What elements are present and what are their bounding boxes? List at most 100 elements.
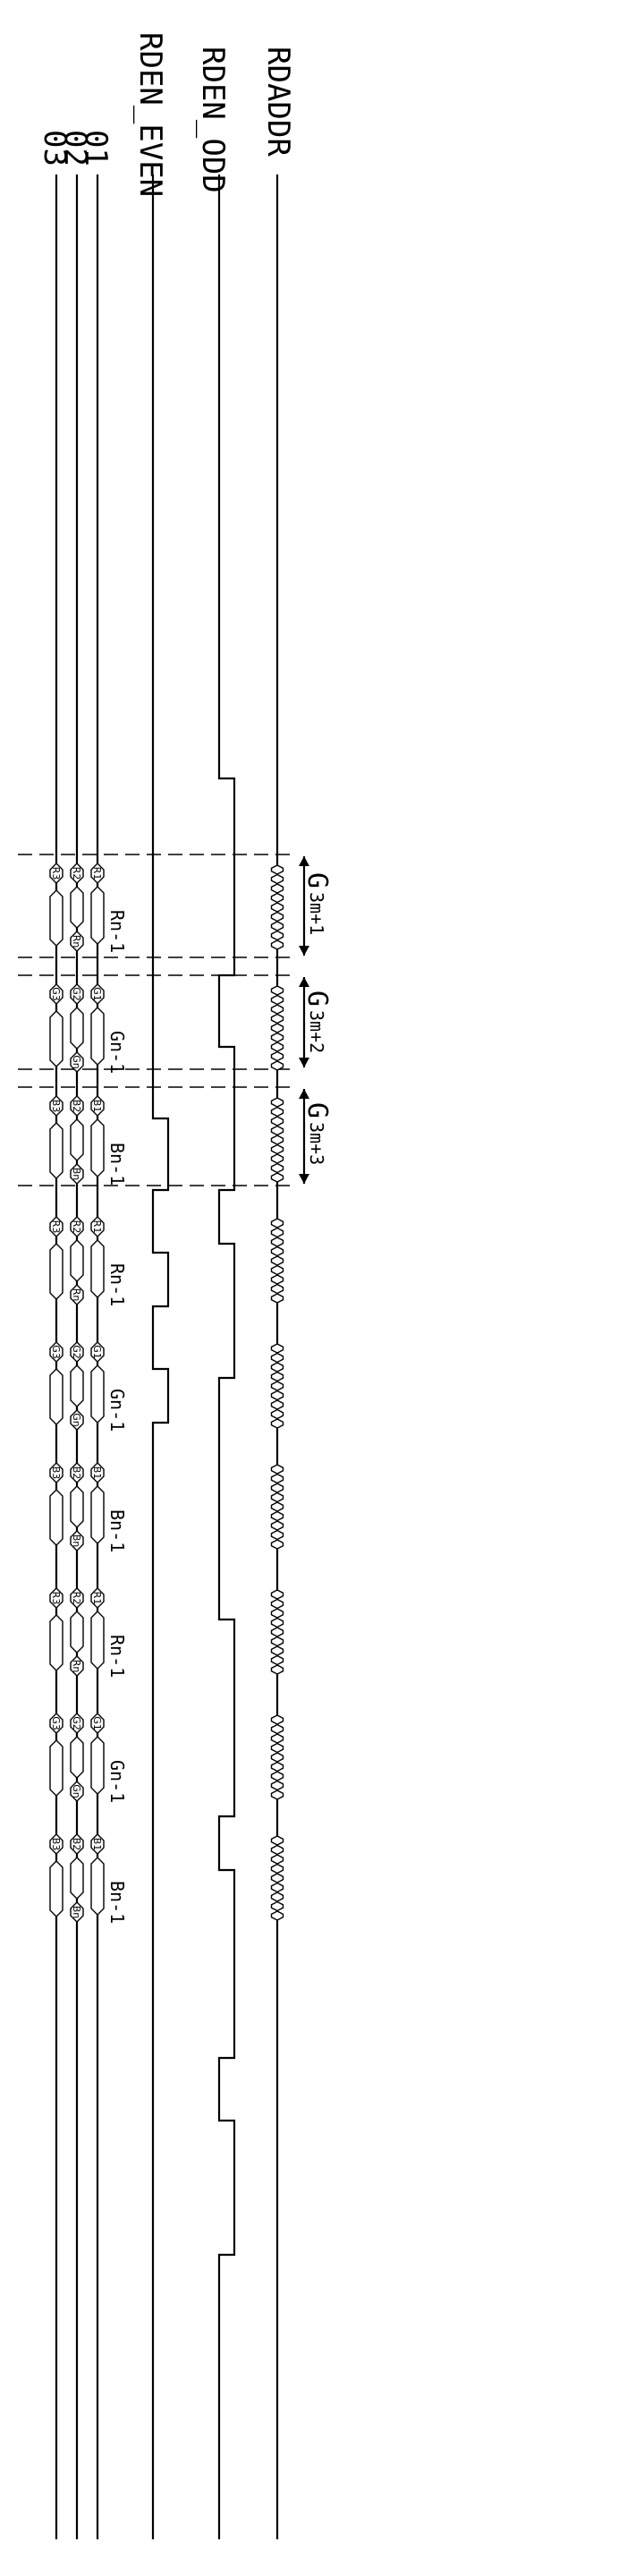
- cell-tag: R2: [71, 867, 82, 880]
- cell-tag: G3: [50, 1345, 62, 1359]
- rdaddr-cell: [272, 1256, 284, 1265]
- cell-tag: G1: [91, 1716, 103, 1730]
- rdaddr-cell: [272, 1883, 284, 1892]
- cell-tag: G2: [71, 987, 82, 1001]
- rdaddr-cell: [272, 1628, 284, 1637]
- group-label-sub: 3m+1: [306, 892, 327, 935]
- block-2: G1G2GnG3: [50, 984, 284, 1072]
- label-o3: 03: [37, 130, 72, 166]
- block-label: Rn-1: [106, 1263, 128, 1306]
- rdaddr-cell: [272, 1772, 284, 1781]
- rdaddr-cell: [272, 1228, 284, 1237]
- data-cells: R1R2RnR3G1G2GnG3B1B2BnB3R1R2RnR3G1G2GnG3…: [50, 863, 284, 1922]
- group-marker-1: G 3m+1: [299, 856, 333, 956]
- cell-tag: Bn: [71, 1906, 82, 1919]
- rdaddr-cell: [272, 1744, 284, 1753]
- rdaddr-cell: [272, 1410, 284, 1419]
- rdaddr-cell: [272, 1753, 284, 1762]
- rdaddr-cell: [272, 1173, 284, 1182]
- o3-data-cell: [50, 1244, 63, 1299]
- cell-tag: R1: [91, 1220, 103, 1234]
- rdaddr-cell: [272, 996, 284, 1005]
- cell-tag: G3: [50, 987, 62, 1001]
- rdaddr-cell: [272, 1219, 284, 1228]
- rdaddr-cell: [272, 1790, 284, 1799]
- cell-tag: B2: [71, 1838, 82, 1851]
- rdaddr-cell: [272, 1600, 284, 1609]
- rdaddr-cell: [272, 1493, 284, 1502]
- block-6: B1B2BnB3: [50, 1463, 284, 1551]
- o1-data-cell: [91, 1486, 104, 1543]
- o2-data-cell: [71, 1007, 83, 1049]
- rdaddr-cell: [272, 931, 284, 940]
- rdaddr-cell: [272, 1665, 284, 1674]
- o1-data-cell: [91, 1007, 104, 1065]
- cell-tag: G2: [71, 1345, 82, 1359]
- rdaddr-cell: [272, 1266, 284, 1275]
- rdaddr-cell: [272, 1855, 284, 1864]
- rdaddr-cell: [272, 1540, 284, 1549]
- rdaddr-cell: [272, 1117, 284, 1126]
- rdaddr-cell: [272, 1391, 284, 1400]
- o3-data-cell: [50, 1740, 63, 1796]
- o3-data-cell: [50, 1490, 63, 1545]
- block-label: Bn-1: [106, 1881, 128, 1924]
- label-rden-odd: RDEN_ODD: [195, 47, 231, 193]
- rdaddr-cell: [272, 1344, 284, 1353]
- block-label: Rn-1: [106, 910, 128, 953]
- cell-tag: G2: [71, 1716, 82, 1730]
- block-4: R1R2RnR3: [50, 1217, 284, 1305]
- rdaddr-cell: [272, 1024, 284, 1033]
- o2-data-cell: [71, 1611, 83, 1653]
- rdaddr-cell: [272, 1154, 284, 1163]
- rdaddr-cell: [272, 1846, 284, 1855]
- label-rdaddr: RDADDR: [260, 47, 296, 157]
- cell-tag: R3: [50, 1592, 62, 1605]
- rdaddr-cell: [272, 1637, 284, 1646]
- rdaddr-cell: [272, 1363, 284, 1372]
- block-8: G1G2GnG3: [50, 1713, 284, 1801]
- cell-tag: Gn: [71, 1055, 82, 1069]
- rdaddr-cell: [272, 1126, 284, 1135]
- cell-tag: Gn: [71, 1784, 82, 1798]
- o1-data-cell: [91, 1240, 104, 1297]
- o2-data-cell: [71, 887, 83, 928]
- rdaddr-cell: [272, 1715, 284, 1724]
- rdaddr-cell: [272, 1135, 284, 1144]
- group-label-sub: 3m+3: [306, 1122, 327, 1165]
- cell-tag: Rn: [71, 1288, 82, 1302]
- rdaddr-cell: [272, 1734, 284, 1743]
- group-label-main: G: [301, 990, 333, 1007]
- block-1: R1R2RnR3: [50, 863, 284, 951]
- o1-data-cell: [91, 1365, 104, 1423]
- group-marker-3: G 3m+3: [299, 1089, 333, 1184]
- rdaddr-cell: [272, 1098, 284, 1107]
- block-7: R1R2RnR3: [50, 1588, 284, 1676]
- cell-tag: Gn: [71, 1413, 82, 1427]
- rdaddr-cell: [272, 913, 284, 922]
- o2-data-cell: [71, 1486, 83, 1527]
- cell-tag: R1: [91, 1592, 103, 1605]
- rdaddr-cell: [272, 1512, 284, 1521]
- rdaddr-cell: [272, 940, 284, 949]
- cell-tag: Bn: [71, 1535, 82, 1548]
- rdaddr-cell: [272, 1521, 284, 1530]
- cell-tag: B2: [71, 1467, 82, 1480]
- cell-tag: R2: [71, 1592, 82, 1605]
- group-marker-2: G 3m+2: [299, 977, 333, 1067]
- rden-even-waveform: [153, 174, 168, 2539]
- rdaddr-cell: [272, 884, 284, 893]
- rdaddr-cell: [272, 1911, 284, 1920]
- rdaddr-cell: [272, 1465, 284, 1474]
- rdaddr-cell: [272, 1247, 284, 1256]
- cell-tag: R2: [71, 1220, 82, 1234]
- cell-tag: Bn: [71, 1168, 82, 1181]
- label-rden-even: RDEN_EVEN: [132, 32, 168, 197]
- block-label: Bn-1: [106, 1509, 128, 1552]
- cell-tag: B3: [50, 1100, 62, 1113]
- block-label: Bn-1: [106, 1143, 128, 1186]
- o2-data-cell: [71, 1737, 83, 1778]
- rdaddr-cell: [272, 1646, 284, 1655]
- rdaddr-cell: [272, 1108, 284, 1117]
